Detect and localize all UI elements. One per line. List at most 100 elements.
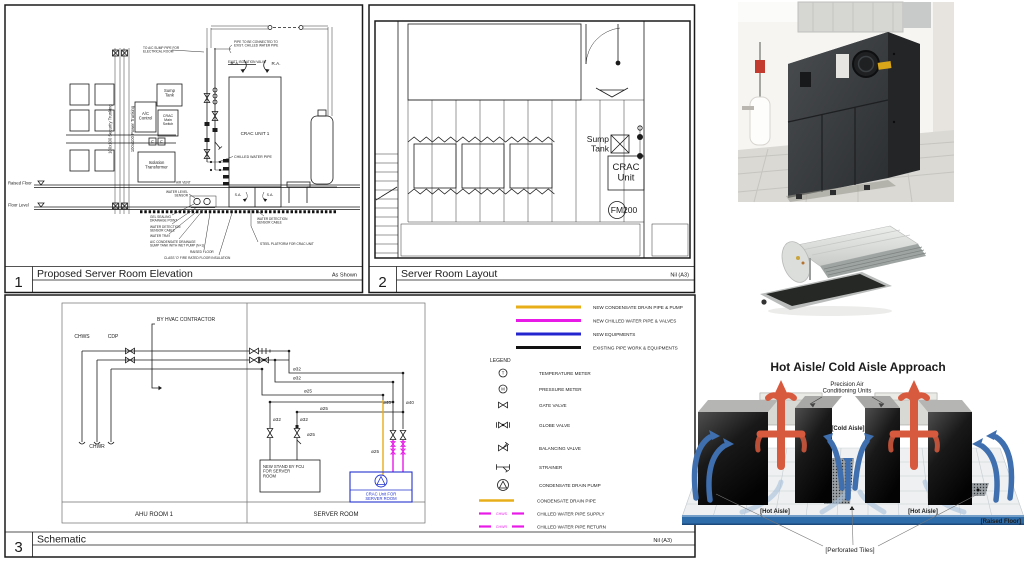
chws-tag: CHWS	[496, 512, 508, 516]
hot-cold-aisle-diagram: Hot Aisle/ Cold Aisle Approach	[681, 360, 1024, 554]
ahu-room-label: AHU ROOM 1	[135, 512, 174, 518]
fcu-shadow	[768, 306, 892, 316]
fuse-left-label: F	[151, 140, 154, 145]
ra-left-label: R.A.	[231, 61, 240, 66]
damper-symbol	[595, 87, 629, 98]
top-pipes	[206, 25, 333, 116]
floor-lines	[34, 180, 360, 214]
layout-crac-box	[607, 155, 645, 191]
fcu-photo	[740, 216, 940, 320]
server-room-label: SERVER ROOM	[314, 512, 359, 518]
panel2-titleblock: 2 Server Room Layout Nil (A3)	[369, 266, 695, 293]
control-panel-label	[836, 54, 849, 78]
hatched-zone	[400, 223, 689, 257]
panel1-scale: As Shown	[332, 273, 357, 279]
drain-stub	[761, 299, 767, 305]
sump-tank-box	[156, 83, 183, 107]
crac-unit-photo	[737, 1, 955, 203]
legend-line-2: NEW EQUIPMENTS	[593, 332, 635, 337]
panel3-title: Schematic	[37, 534, 86, 546]
sump-tank-symbol	[610, 134, 630, 154]
panel1-titleblock: 1 Proposed Server Room Elevation As Show…	[5, 266, 363, 293]
cdp-label: CDP	[108, 334, 119, 340]
security-trunking-label: 100x100 Security Trunking	[108, 104, 113, 154]
cold-aisle-label: [Cold Aisle]	[831, 426, 864, 432]
schematic-piping: CHWS CDP CHWR BY HVAC CONTRACTOR ø32 ø32…	[74, 317, 414, 503]
yellow-sticker	[877, 61, 892, 70]
condensate-drain-pump-icon	[497, 479, 509, 491]
crac-platform: S.A. S.A.	[228, 186, 282, 208]
legend-sym-0: TEMPERATURE METER	[539, 371, 591, 376]
legend-sym-6: CONDENSATE DRAIN PUMP	[539, 483, 601, 488]
inner-walls	[397, 21, 645, 258]
panel3-scale: Nil (A3)	[653, 538, 672, 544]
perforated-tiles-label: [Perforated Tiles]	[825, 547, 874, 554]
size-25d: ø25	[371, 449, 379, 454]
room-walls	[374, 20, 691, 259]
note-water-tray: WATER TRAY	[150, 234, 171, 238]
white-cylinder	[749, 96, 771, 146]
size-32d: ø32	[300, 417, 308, 422]
red-alarm-device	[755, 60, 765, 73]
elevation-drawing: 100x100 Security Trunking 100x100 Power …	[8, 25, 360, 260]
fm200-cylinder	[286, 109, 337, 203]
drain-pan	[766, 274, 886, 306]
legend-symbol-items: T TEMPERATURE METER M PRESSURE METER GAT…	[496, 368, 601, 491]
isolation-transformer-box	[137, 151, 176, 183]
cwp-leader	[217, 156, 234, 163]
panel2-scale: Nil (A3)	[670, 273, 689, 279]
size-40b: ø40	[406, 400, 414, 405]
fm200-symbol	[608, 201, 626, 219]
by-hvac-label: BY HVAC CONTRACTOR	[157, 317, 215, 323]
adjacent-room	[407, 23, 582, 101]
panel1-title: Proposed Server Room Elevation	[37, 268, 193, 280]
legend-sym-4: BALANCING VALVE	[539, 446, 581, 451]
ra-right-label: R.A.	[272, 61, 281, 66]
power-trunking-label: 100x100 Power Trunking	[130, 105, 135, 152]
temperature-meter-icon	[498, 368, 508, 378]
server-racks	[407, 136, 555, 195]
ac-control-box	[134, 101, 157, 133]
legend-line-3: EXISTING PIPE WORK & EQUIPMENTS	[593, 346, 678, 351]
legend-line-items: NEW CONDENSATE DRAIN PIPE & PUMP NEW CHI…	[516, 305, 683, 351]
door-swing	[585, 24, 621, 66]
size-25a: ø25	[304, 389, 312, 394]
fuse-box-left	[148, 137, 157, 146]
note-floor-insulation: CLASS 'O' FIRE RATED FLOOR INSULATION	[164, 256, 231, 260]
legend-sym-1: PRESSURE METER	[539, 387, 582, 392]
legend-line-0: NEW CONDENSATE DRAIN PIPE & PUMP	[593, 305, 683, 310]
legend-pipe-0: CONDENSATE DRAIN PIPE	[537, 499, 596, 504]
balancing-valve-icon	[499, 442, 509, 451]
size-25c: ø25	[307, 432, 315, 437]
pressure-meter-glyph: M	[501, 387, 505, 392]
louvre-grid	[66, 83, 176, 172]
size-25b: ø25	[320, 406, 328, 411]
note-isolation-valve: EXIST. ISOLATION VALVE	[228, 60, 266, 64]
pressure-meter-icon	[498, 384, 508, 394]
fuse-right-label: F	[160, 140, 163, 145]
return-air-arrows: R.A. R.A.	[231, 59, 281, 73]
temp-meter-glyph: T	[502, 371, 505, 376]
sa-right-label: S.A.	[267, 193, 274, 197]
fcu-end-cap	[781, 241, 811, 283]
fcu-unit	[760, 225, 927, 310]
panel2-border	[368, 4, 696, 294]
hot-aisle-right-label: [Hot Aisle]	[908, 509, 938, 515]
standby-fcu-box	[259, 459, 321, 493]
panel3-titleblock: 3 Schematic Nil (A3)	[5, 531, 695, 557]
panel-layout: 2 Server Room Layout Nil (A3)	[368, 4, 696, 294]
server-rack-rows	[698, 396, 972, 505]
sa-left-label: S.A.	[235, 193, 242, 197]
note-steel-platform: STEEL PLATFORM FOR CRAC UNIT	[260, 242, 314, 246]
